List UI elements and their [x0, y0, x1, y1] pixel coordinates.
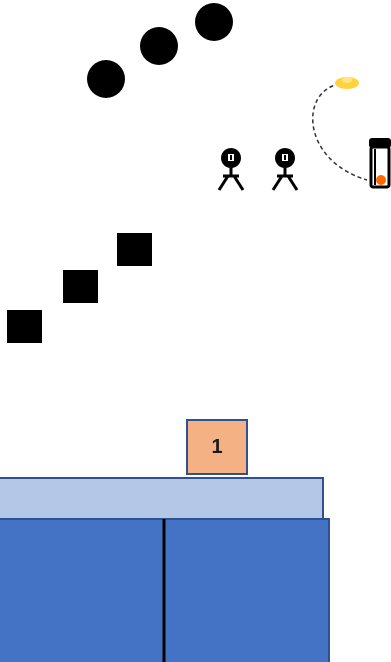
circle-marker-icon: [87, 60, 125, 98]
ball-icon: [335, 77, 359, 89]
circle-markers: [87, 3, 233, 98]
ball-thrower-icon: [369, 138, 391, 187]
player-figure-icon: [273, 148, 297, 190]
square-marker-icon: [63, 270, 98, 303]
ball-trajectory: [313, 84, 367, 180]
circle-marker-icon: [195, 3, 233, 41]
square-marker-icon: [117, 233, 152, 266]
circle-marker-icon: [140, 27, 178, 65]
player-figure-icon: [219, 148, 243, 190]
table-body-left: [0, 519, 164, 662]
number-box: [187, 420, 247, 474]
table: [0, 478, 329, 662]
table-body-right: [164, 519, 329, 662]
table-top: [0, 478, 323, 520]
square-markers: [7, 233, 152, 343]
square-marker-icon: [7, 310, 42, 343]
